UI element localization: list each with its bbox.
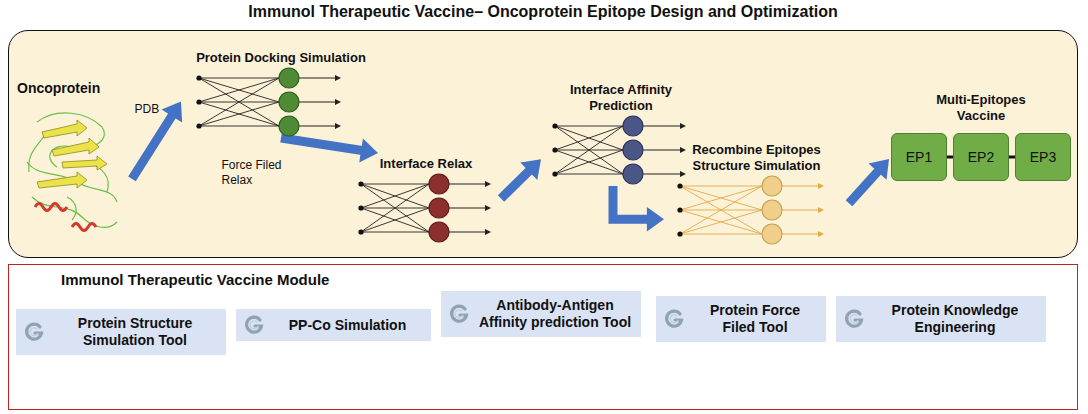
stage-node: Interface Relax xyxy=(351,153,501,244)
module-panel: Immunol Therapeutic Vaccine ModuleProtei… xyxy=(8,264,1078,410)
flow-arrow xyxy=(501,159,541,198)
g-logo-icon xyxy=(24,322,44,342)
g-logo-icon xyxy=(244,315,264,335)
tool-label: Antibody-Antigen Affinity prediction Too… xyxy=(477,297,633,331)
edge-label: PDB xyxy=(135,102,175,117)
flow-arrow xyxy=(849,159,889,203)
protein-illustration xyxy=(17,102,127,242)
stage-heading: Recombine Epitopes Structure Simulation xyxy=(669,139,844,174)
g-logo-icon xyxy=(449,304,469,324)
stage-node: Recombine Epitopes Structure Simulation xyxy=(664,139,849,246)
input-protein: Oncoprotein xyxy=(17,76,132,242)
stage-node: Protein Docking Simulation xyxy=(181,47,381,138)
epitope-label: EP1 xyxy=(906,149,932,165)
flow-arrow xyxy=(281,138,378,162)
tool-box: Protein Force Filed Tool xyxy=(656,296,826,342)
neural-net-icon xyxy=(181,66,381,138)
epitope-box: EP3 xyxy=(1015,133,1071,181)
g-logo-icon xyxy=(664,309,684,329)
edge-label: Force Filed Relax xyxy=(222,158,300,188)
module-heading: Immunol Therapeutic Vaccine Module xyxy=(61,271,329,288)
neural-net-icon xyxy=(664,174,849,246)
tool-box: Antibody-Antigen Affinity prediction Too… xyxy=(441,291,641,337)
epitope-label: EP2 xyxy=(968,149,994,165)
stage-node: Interface Affinity Prediction xyxy=(541,79,701,186)
tool-box: PP-Co Simulation xyxy=(236,309,431,341)
neural-net-icon xyxy=(351,172,501,244)
tool-label: Protein Structure Simulation Tool xyxy=(52,315,218,349)
g-logo-icon xyxy=(844,309,864,329)
process-panel: Immunol Therapeutic Vaccine– Oncoprotein… xyxy=(8,30,1078,258)
stage-heading: Interface Affinity Prediction xyxy=(556,79,686,114)
tool-label: Protein Knowledge Engineering xyxy=(872,302,1038,336)
flow-arrow xyxy=(132,102,182,179)
tool-label: PP-Co Simulation xyxy=(272,317,423,334)
tool-label: Protein Force Filed Tool xyxy=(692,302,818,336)
input-label: Oncoprotein xyxy=(17,76,132,96)
stage-heading: Protein Docking Simulation xyxy=(186,47,376,66)
tool-box: Protein Knowledge Engineering xyxy=(836,296,1046,342)
epitope-box: EP1 xyxy=(891,133,947,181)
stage-heading: Interface Relax xyxy=(356,153,496,172)
epitope-label: EP3 xyxy=(1030,149,1056,165)
neural-net-icon xyxy=(541,114,701,186)
tool-box: Protein Structure Simulation Tool xyxy=(16,309,226,355)
group-heading: Multi-Epitopes Vaccine xyxy=(926,89,1036,124)
flow-arrow xyxy=(613,186,664,231)
epitope-box: EP2 xyxy=(953,133,1009,181)
vaccine-group: Multi-Epitopes VaccineEP1 EP2 EP3 xyxy=(889,89,1073,189)
diagram-title: Immunol Therapeutic Vaccine– Oncoprotein… xyxy=(9,3,1077,21)
